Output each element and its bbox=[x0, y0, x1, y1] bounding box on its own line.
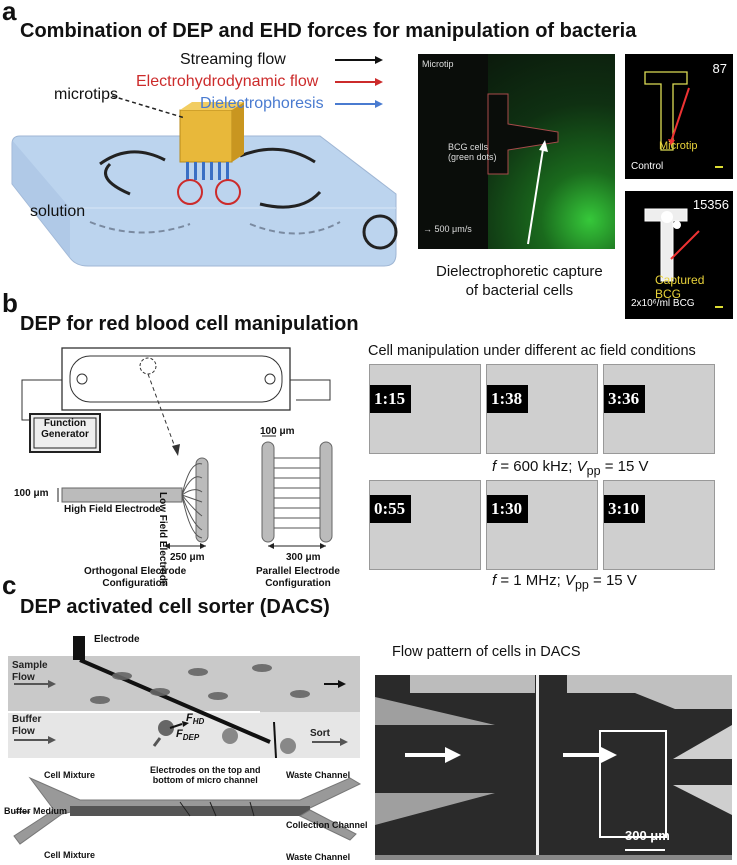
freq-1mhz: = 1 MHz; bbox=[496, 572, 565, 589]
vpp-val: = 15 V bbox=[588, 572, 637, 589]
sample-flow-label: Sample Flow bbox=[12, 660, 48, 683]
panel-a-title: Combination of DEP and EHD forces for ma… bbox=[20, 20, 637, 42]
fdep-sub: DEP bbox=[182, 733, 200, 743]
f-symbol: f bbox=[492, 572, 497, 589]
timestamp: 3:10 bbox=[604, 495, 646, 523]
row2-caption: f = 1 MHz; Vpp = 15 V bbox=[492, 572, 637, 592]
micro-microtip: Microtip bbox=[422, 59, 454, 69]
timestamp: 1:38 bbox=[487, 385, 529, 413]
panel-a-label: a bbox=[2, 0, 17, 26]
timestamp: 1:15 bbox=[370, 385, 412, 413]
control-count: 87 bbox=[712, 61, 727, 76]
control-image: 87 Microtip Control bbox=[625, 54, 733, 179]
dep-electrode-schematic bbox=[21, 347, 333, 549]
ehd-schematic bbox=[11, 56, 398, 267]
control-microtip-label: Microtip bbox=[659, 140, 698, 152]
high-field-label: High Field Electrode bbox=[64, 504, 161, 515]
fhd-f: F bbox=[186, 712, 193, 724]
waste-channel-top: Waste Channel bbox=[286, 770, 351, 780]
panel-c-label: c bbox=[2, 570, 17, 600]
sort-label: Sort bbox=[310, 728, 330, 739]
freq-600: = 600 kHz; bbox=[496, 458, 577, 475]
fdep-label: FDEP bbox=[176, 728, 199, 742]
legend-ehd: Electrohydrodynamic flow bbox=[136, 73, 319, 90]
rbc-frame-1: 1:15 bbox=[369, 364, 481, 454]
fdep-f: F bbox=[176, 728, 183, 740]
micro-bcg: BCG cells (green dots) bbox=[448, 142, 497, 162]
pp-sub: pp bbox=[586, 464, 601, 478]
rbc-frame-2: 1:38 bbox=[486, 364, 598, 454]
rbc-frame-4: 0:55 bbox=[369, 480, 481, 570]
row1-caption: f = 600 kHz; Vpp = 15 V bbox=[492, 458, 649, 478]
cell-mixture-bottom: Cell Mixture bbox=[44, 850, 96, 860]
captured-conc: 2x10⁶/ml BCG bbox=[631, 298, 695, 309]
panel-b-title: DEP for red blood cell manipulation bbox=[20, 313, 359, 335]
pp-sub: pp bbox=[574, 578, 589, 592]
microtips-label: microtips bbox=[54, 86, 119, 103]
timestamp: 0:55 bbox=[370, 495, 412, 523]
panel-c-title: DEP activated cell sorter (DACS) bbox=[20, 596, 330, 618]
waste-channel-bottom: Waste Channel bbox=[286, 852, 351, 862]
control-label: Control bbox=[631, 161, 664, 172]
cell-mixture-top: Cell Mixture bbox=[44, 770, 96, 780]
fhd-label: FHD bbox=[186, 712, 204, 726]
buffer-medium: Buffer Medium bbox=[4, 806, 67, 816]
v-symbol: V bbox=[576, 458, 587, 475]
buffer-flow-label: Buffer Flow bbox=[12, 714, 42, 737]
function-generator: Function Generator bbox=[41, 418, 89, 440]
hfe-dim: 100 μm bbox=[14, 488, 49, 499]
electrode-label: Electrode bbox=[94, 634, 140, 645]
orth-dim: 250 μm bbox=[170, 552, 205, 563]
electrodes-note: Electrodes on the top and bottom of micr… bbox=[150, 765, 261, 785]
f-symbol: f bbox=[492, 458, 497, 475]
flow-pattern-title: Flow pattern of cells in DACS bbox=[392, 644, 581, 660]
captured-image: 15356 Captured BCG 2x10⁶/ml BCG bbox=[625, 191, 733, 319]
cell-manip-title: Cell manipulation under different ac fie… bbox=[368, 343, 696, 359]
captured-label: Captured BCG bbox=[655, 273, 705, 301]
timestamp: 3:36 bbox=[604, 385, 646, 413]
panel-b-label: b bbox=[2, 288, 18, 318]
micro-scale: → 500 μm/s bbox=[423, 224, 472, 234]
collection-channel: Collection Channel bbox=[286, 820, 368, 830]
solution-label: solution bbox=[30, 203, 86, 220]
par-bot-dim: 300 μm bbox=[286, 552, 321, 563]
dacs-flow-image: 300 μm bbox=[375, 675, 732, 860]
scale-bar-label: 300 μm bbox=[625, 828, 670, 843]
rbc-frame-3: 3:36 bbox=[603, 364, 715, 454]
dacs-schematic bbox=[8, 636, 362, 845]
timestamp: 1:30 bbox=[487, 495, 529, 523]
par-top-dim: 100 μm bbox=[260, 426, 295, 437]
bcg-micrograph: Microtip BCG cells (green dots) → 500 μm… bbox=[418, 54, 615, 249]
fhd-sub: HD bbox=[192, 717, 205, 727]
orth-label: Orthogonal Electrode Configuration bbox=[84, 566, 187, 589]
capture-caption: Dielectrophoretic capture of bacterial c… bbox=[436, 263, 603, 299]
rbc-frame-5: 1:30 bbox=[486, 480, 598, 570]
par-label: Parallel Electrode Configuration bbox=[256, 566, 340, 589]
v-symbol: V bbox=[564, 572, 575, 589]
rbc-frame-6: 3:10 bbox=[603, 480, 715, 570]
captured-count: 15356 bbox=[692, 197, 729, 212]
legend-dep: Dielectrophoresis bbox=[200, 95, 324, 112]
legend-streaming: Streaming flow bbox=[180, 51, 286, 68]
vpp-val: = 15 V bbox=[600, 458, 649, 475]
